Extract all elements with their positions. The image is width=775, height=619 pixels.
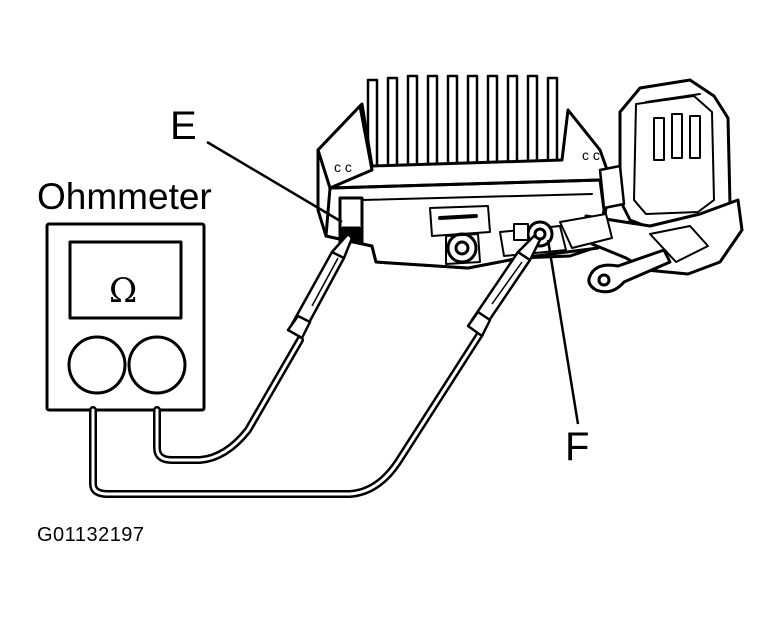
figure-id: G01132197 <box>37 524 145 546</box>
ohmmeter-label: Ohmmeter <box>37 176 212 217</box>
voltage-regulator: c c c c <box>316 74 744 294</box>
leader-line-e <box>206 140 343 224</box>
ohmmeter-jack-left <box>67 335 127 395</box>
svg-text:c c: c c <box>582 147 600 163</box>
ohmmeter <box>45 222 206 412</box>
probe-e <box>286 232 354 340</box>
svg-text:c c: c c <box>334 159 352 175</box>
terminal-f-label: F <box>565 425 590 469</box>
leader-lines <box>206 140 580 425</box>
probe-f <box>466 234 542 338</box>
ohm-symbol: Ω <box>109 271 138 311</box>
test-leads <box>89 330 484 498</box>
heat-sink-fins <box>366 74 559 187</box>
ohmmeter-jack-right <box>127 335 187 395</box>
leader-line-f <box>546 239 580 425</box>
ohmmeter-display <box>68 240 183 320</box>
terminal-e-label: E <box>170 104 197 148</box>
